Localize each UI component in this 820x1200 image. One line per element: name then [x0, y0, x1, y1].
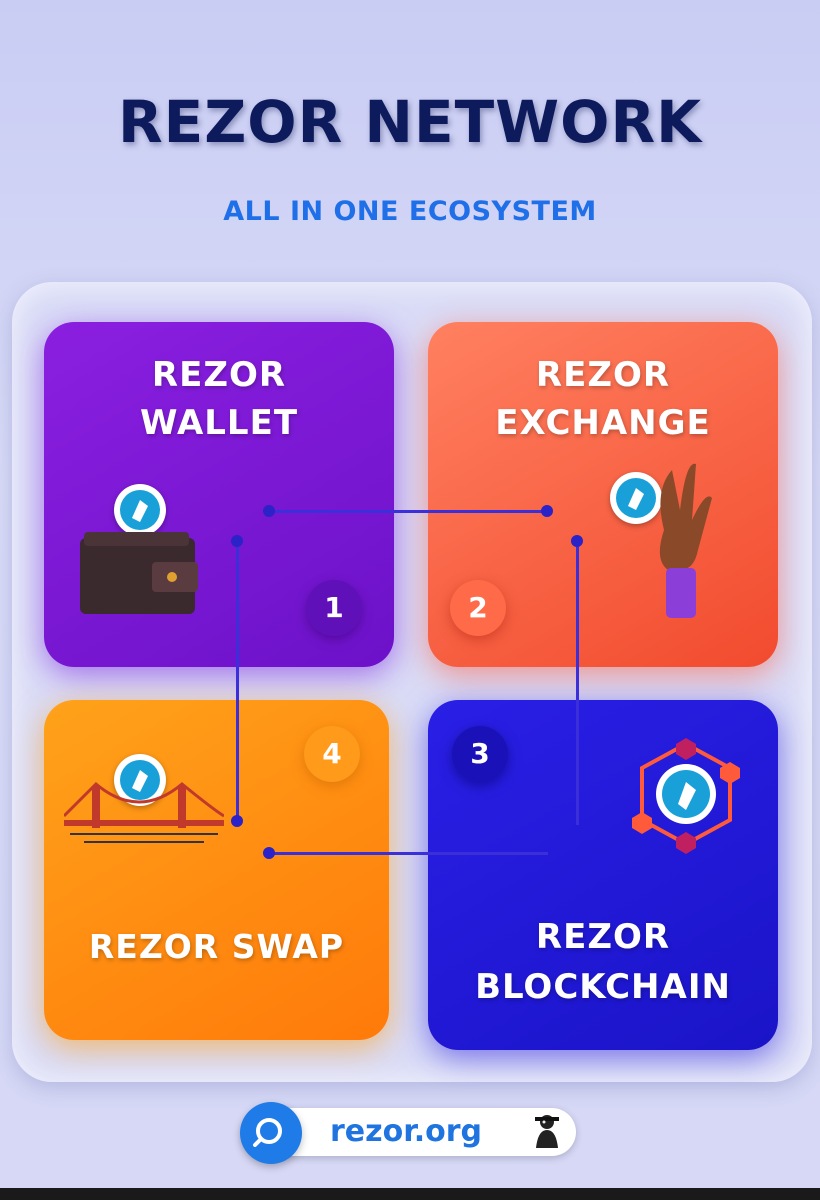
connector-dot — [263, 505, 275, 517]
wallet-icon — [80, 532, 200, 621]
connector-dot — [571, 535, 583, 547]
wallet-label-line1: REZOR — [151, 355, 287, 395]
connector-dot — [541, 505, 553, 517]
bridge-icon — [62, 780, 225, 854]
connector-dot — [231, 815, 243, 827]
page-title: REZOR NETWORK — [117, 88, 703, 156]
exchange-label-line1: REZOR — [535, 355, 671, 395]
step-number-3: 3 — [452, 726, 508, 782]
connector-wallet-exchange — [268, 510, 548, 513]
page-subtitle: ALL IN ONE ECOSYSTEM — [223, 196, 597, 227]
tile-wallet[interactable]: REZOR WALLET 1 — [44, 322, 394, 667]
rezor-logo-icon — [610, 472, 662, 524]
site-url[interactable]: rezor.org — [330, 1114, 483, 1149]
step-number-1: 1 — [306, 580, 362, 636]
step-number-2: 2 — [450, 580, 506, 636]
rezor-logo-icon — [114, 484, 166, 536]
connector-dot — [263, 847, 275, 859]
tile-exchange[interactable]: REZOR EXCHANGE 2 — [428, 322, 778, 667]
tile-swap[interactable]: 4 REZOR SWAP — [44, 700, 389, 1040]
connector-wallet-swap — [236, 540, 239, 820]
bottom-bar — [0, 1188, 820, 1200]
wallet-label-line2: WALLET — [139, 403, 299, 443]
search-icon[interactable] — [240, 1102, 302, 1164]
connector-dot — [231, 535, 243, 547]
blockchain-network-icon — [626, 736, 746, 860]
hand-coin-icon — [624, 450, 724, 634]
tile-blockchain[interactable]: 3 REZOR BLOCKCHAIN — [428, 700, 778, 1050]
mascot-icon — [528, 1112, 566, 1154]
exchange-label-line2: EXCHANGE — [495, 403, 711, 443]
connector-swap-blockchain — [268, 852, 548, 855]
blockchain-label-line1: REZOR — [535, 917, 671, 957]
connector-exchange-blockchain — [576, 540, 579, 825]
blockchain-label-line2: BLOCKCHAIN — [475, 967, 731, 1007]
swap-label: REZOR SWAP — [88, 927, 345, 966]
step-number-4: 4 — [304, 726, 360, 782]
